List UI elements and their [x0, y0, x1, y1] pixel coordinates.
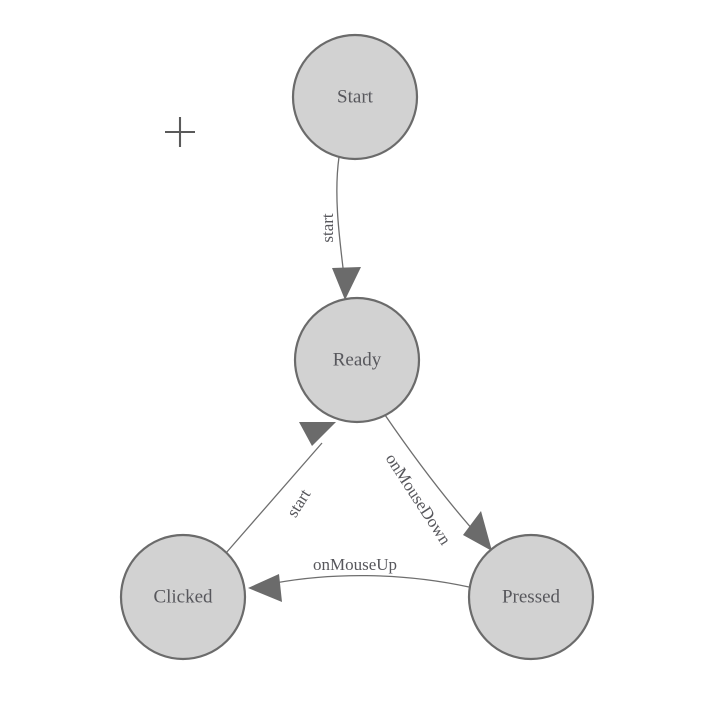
edge-path-pressed-to-clicked: [274, 574, 470, 588]
node-layer: Start Ready Clicked Pressed: [119, 33, 595, 661]
node-ready-circle[interactable]: [293, 296, 421, 424]
edge-label-on-mouse-up: onMouseUp: [313, 555, 397, 574]
edge-label-clicked-to-ready: start: [283, 485, 315, 520]
node-pressed-label: Pressed: [502, 586, 561, 607]
arrow-head-into-ready-from-clicked: [299, 422, 336, 446]
edge-label-on-mouse-down: onMouseDown: [382, 450, 455, 549]
node-pressed[interactable]: Pressed: [467, 533, 595, 661]
node-start[interactable]: Start: [291, 33, 419, 161]
node-ready-label: Ready: [333, 349, 382, 370]
node-clicked-circle[interactable]: [119, 533, 247, 661]
node-ready[interactable]: Ready: [293, 296, 421, 424]
crosshair-icon: [165, 117, 195, 147]
node-start-circle[interactable]: [291, 33, 419, 161]
arrow-head-into-pressed: [463, 511, 492, 551]
edge-ready-to-pressed[interactable]: [384, 414, 492, 551]
node-start-label: Start: [337, 86, 374, 107]
node-clicked-label: Clicked: [153, 586, 213, 607]
edge-clicked-to-ready[interactable]: [225, 422, 336, 554]
edge-pressed-to-clicked[interactable]: [248, 574, 470, 602]
edge-path-start-to-ready: [336, 156, 346, 286]
edge-label-start-to-ready: start: [318, 213, 337, 243]
node-clicked[interactable]: Clicked: [119, 533, 247, 661]
edge-path-clicked-to-ready: [225, 442, 323, 554]
arrow-head-into-clicked: [248, 574, 282, 602]
arrow-head-into-ready: [332, 267, 361, 300]
node-pressed-circle[interactable]: [467, 533, 595, 661]
edge-layer: [225, 156, 492, 602]
edge-start-to-ready[interactable]: [332, 156, 361, 300]
